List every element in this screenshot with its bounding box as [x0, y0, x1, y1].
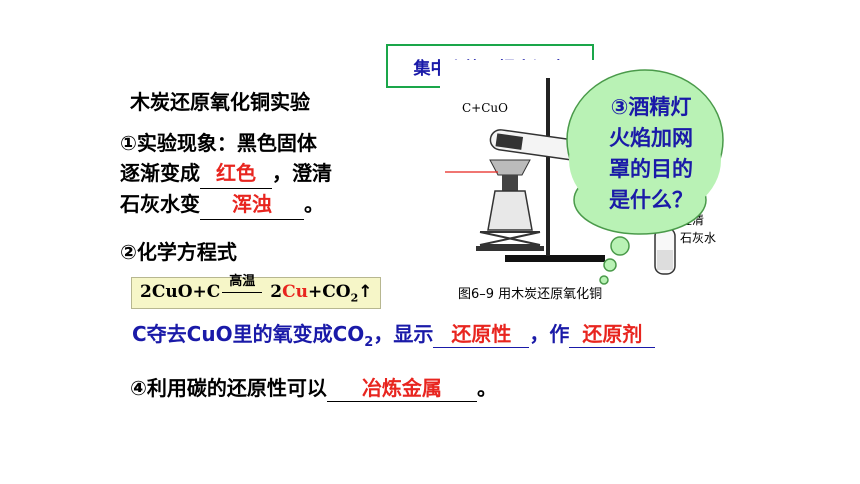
answer-metallurgy: 冶炼金属: [361, 376, 442, 400]
stand-base: [505, 255, 605, 262]
blank-metallurgy: 冶炼金属: [326, 372, 477, 402]
gas-arrow: ↑: [358, 282, 373, 302]
phenomenon-block: ①实验现象：黑色固体 逐渐变成红色，澄清 石灰水变浑浊。: [120, 128, 332, 220]
wire-gauze: [489, 159, 531, 176]
answer-red-color: 红色: [216, 161, 256, 185]
alcohol-lamp: [487, 190, 533, 231]
blank-reducing-agent: 还原剂: [569, 318, 656, 348]
phenomenon-line-3: 石灰水变浑浊。: [120, 189, 332, 220]
bubble-dot-1: [610, 236, 630, 256]
phenomenon-line-2: 逐渐变成红色，澄清: [120, 158, 332, 189]
phenomenon-line-1: ①实验现象：黑色固体: [120, 131, 317, 155]
use-line: ④利用碳的还原性可以冶炼金属。: [130, 372, 497, 402]
lab-jack: [479, 231, 541, 246]
stand-rod: [546, 78, 550, 256]
reagent-label: C+CuO: [462, 101, 508, 115]
slide-title: 木炭还原氧化铜实验: [130, 90, 310, 114]
reaction-condition: 高温: [220, 274, 264, 302]
lamp-wick-holder: [502, 175, 518, 191]
blank-color-change: 红色: [200, 158, 272, 189]
explanation-line: C夺去CuO里的氧变成CO2，显示还原性，作还原剂: [132, 318, 656, 350]
bubble-question: ③酒精灯 火焰加网 罩的目的 是什么？: [609, 95, 693, 212]
equation-heading: ②化学方程式: [120, 240, 237, 264]
thought-bubble: [566, 69, 724, 285]
blank-reducibility: 还原性: [433, 318, 530, 348]
bubble-dot-3: [599, 275, 609, 285]
blank-limewater: 浑浊: [200, 189, 304, 220]
bubble-dot-2: [603, 258, 617, 272]
product-cu: Cu: [282, 282, 308, 302]
answer-turbid: 浑浊: [232, 192, 272, 216]
answer-reducing-agent: 还原剂: [582, 322, 643, 346]
figure-caption: 图6–9 用木炭还原氧化铜: [458, 287, 602, 302]
test-tube: [489, 129, 591, 161]
answer-reducibility: 还原性: [451, 322, 512, 346]
limewater-label-2: 石灰水: [680, 231, 716, 245]
